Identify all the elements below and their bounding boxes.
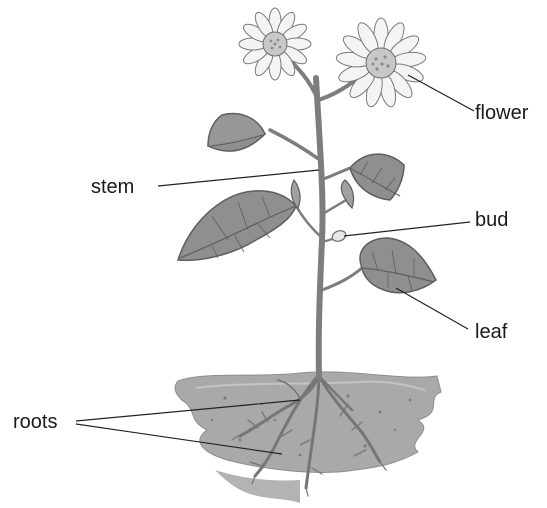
flower-pointer [408, 75, 474, 111]
leaf-pointer [396, 288, 468, 329]
bud-pointer [344, 222, 470, 236]
roots-label: roots [13, 412, 57, 432]
flower-label: flower [475, 103, 528, 123]
flower-right [335, 18, 426, 108]
bud-label: bud [475, 210, 508, 230]
leaf-label: leaf [475, 322, 507, 342]
stem-label: stem [91, 177, 134, 197]
leaves [178, 114, 436, 293]
